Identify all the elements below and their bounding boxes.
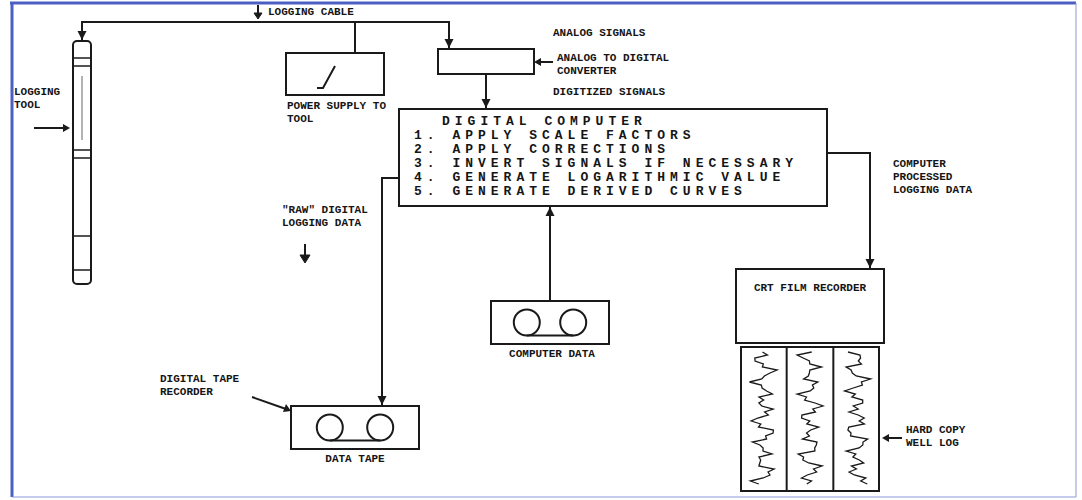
crt-label: CRT FILM RECORDER [745, 282, 875, 295]
arrow-head [78, 31, 87, 40]
drawing-stroke [73, 57, 91, 59]
leader-line [252, 397, 286, 409]
tape-reel [514, 310, 540, 336]
signal-connector [546, 207, 555, 300]
computer-step: 2. APPLY CORRECTIONS [414, 143, 814, 157]
drawing-stroke [73, 65, 91, 67]
tape-reel [317, 415, 343, 441]
leader-head [63, 124, 70, 132]
connector-label: COMPUTER PROCESSED LOGGING DATA [893, 158, 1003, 197]
signal-connector [82, 22, 454, 48]
well-log-strip-drawing [740, 346, 880, 492]
arrow-head [445, 39, 454, 48]
arrow-head [482, 99, 491, 108]
connector-line [382, 178, 398, 405]
frame-bottom [12, 497, 1076, 498]
crt-recorder-box: CRT FILM RECORDER [735, 268, 885, 344]
digital-computer-box: DIGITAL COMPUTER1. APPLY SCALE FACTORS2.… [398, 108, 828, 207]
meter-mark [317, 66, 335, 88]
leader-head [534, 58, 541, 66]
computer-data-label: COMPUTER DATA [482, 348, 622, 361]
log-paper [741, 347, 879, 491]
logging-tool: LOGGING TOOL [72, 40, 92, 285]
converter-box: ANALOG TO DIGITAL CONVERTER [437, 48, 535, 75]
cable-label: LOGGING CABLE [268, 6, 354, 19]
computer-step: 4. GENERATE LOGARITHMIC VALUE [414, 171, 814, 185]
arrow-head [866, 259, 875, 268]
computer-data-box-drawing [492, 302, 608, 343]
well-log-strip: HARD COPY WELL LOG [740, 346, 880, 492]
leader-line [539, 61, 553, 63]
converter-box-drawing [439, 50, 533, 73]
drawing-stroke [73, 149, 91, 151]
computer-step: 5. GENERATE DERIVED CURVES [414, 185, 814, 199]
frame-top [10, 2, 1076, 5]
power-supply-label: POWER SUPPLY TO TOOL [287, 100, 407, 126]
logging-tool-drawing [72, 40, 92, 285]
log-curve [797, 352, 823, 484]
connector-line [82, 22, 355, 52]
drawing-stroke [73, 235, 91, 237]
tool-label: LOGGING TOOL [14, 86, 66, 112]
leader-line [34, 127, 66, 129]
leader-head [283, 404, 291, 412]
tape-reel [560, 310, 586, 336]
connector-label: DIGITIZED SIGNALS [553, 86, 693, 99]
drawing-stroke [73, 269, 91, 271]
frame-left [11, 3, 14, 497]
well-log-label: HARD COPY WELL LOG [906, 424, 978, 450]
computer-step: 1. APPLY SCALE FACTORS [414, 129, 814, 143]
computer-step: 3. INVERT SIGNALS IF NECESSARY [414, 157, 814, 171]
drawing-stroke [82, 76, 83, 140]
data-tape-label: DATA TAPE [292, 453, 418, 466]
signal-connector [482, 75, 491, 108]
tape-line [527, 335, 573, 337]
connector-line [828, 153, 870, 268]
connector-label: "RAW" DIGITAL LOGGING DATA [282, 204, 376, 230]
cable-arrow [254, 5, 262, 19]
power-supply-box: POWER SUPPLY TO TOOL [285, 52, 385, 96]
computer-heading: DIGITAL COMPUTER [442, 115, 814, 129]
computer-data-box: COMPUTER DATA [490, 300, 610, 345]
track-divider [786, 347, 788, 491]
raw-data-arrow [300, 244, 310, 263]
connector-line [82, 22, 449, 48]
signal-connector [78, 22, 356, 52]
log-curve [845, 352, 871, 484]
arrow-head [378, 396, 387, 405]
signal-connector [828, 153, 875, 268]
connector-line [549, 207, 551, 300]
tape-line [330, 440, 380, 442]
tool-body [73, 41, 91, 284]
converter-label: ANALOG TO DIGITAL CONVERTER [557, 52, 707, 78]
log-curve [750, 352, 778, 484]
drawing-stroke [73, 157, 91, 159]
tape-recorder-box-drawing [292, 407, 418, 448]
arrow-head [546, 207, 555, 216]
frame-right [1076, 3, 1077, 497]
power-supply-box-drawing [287, 54, 383, 94]
tape-reel [367, 415, 393, 441]
connector-label: ANALOG SIGNALS [553, 27, 693, 40]
signal-connector [378, 178, 399, 405]
track-divider [832, 347, 834, 491]
tape-recorder-label: DIGITAL TAPE RECORDER [160, 373, 250, 399]
leader-head [882, 434, 889, 442]
tape-recorder-box: DIGITAL TAPE RECORDERDATA TAPE [290, 405, 420, 450]
